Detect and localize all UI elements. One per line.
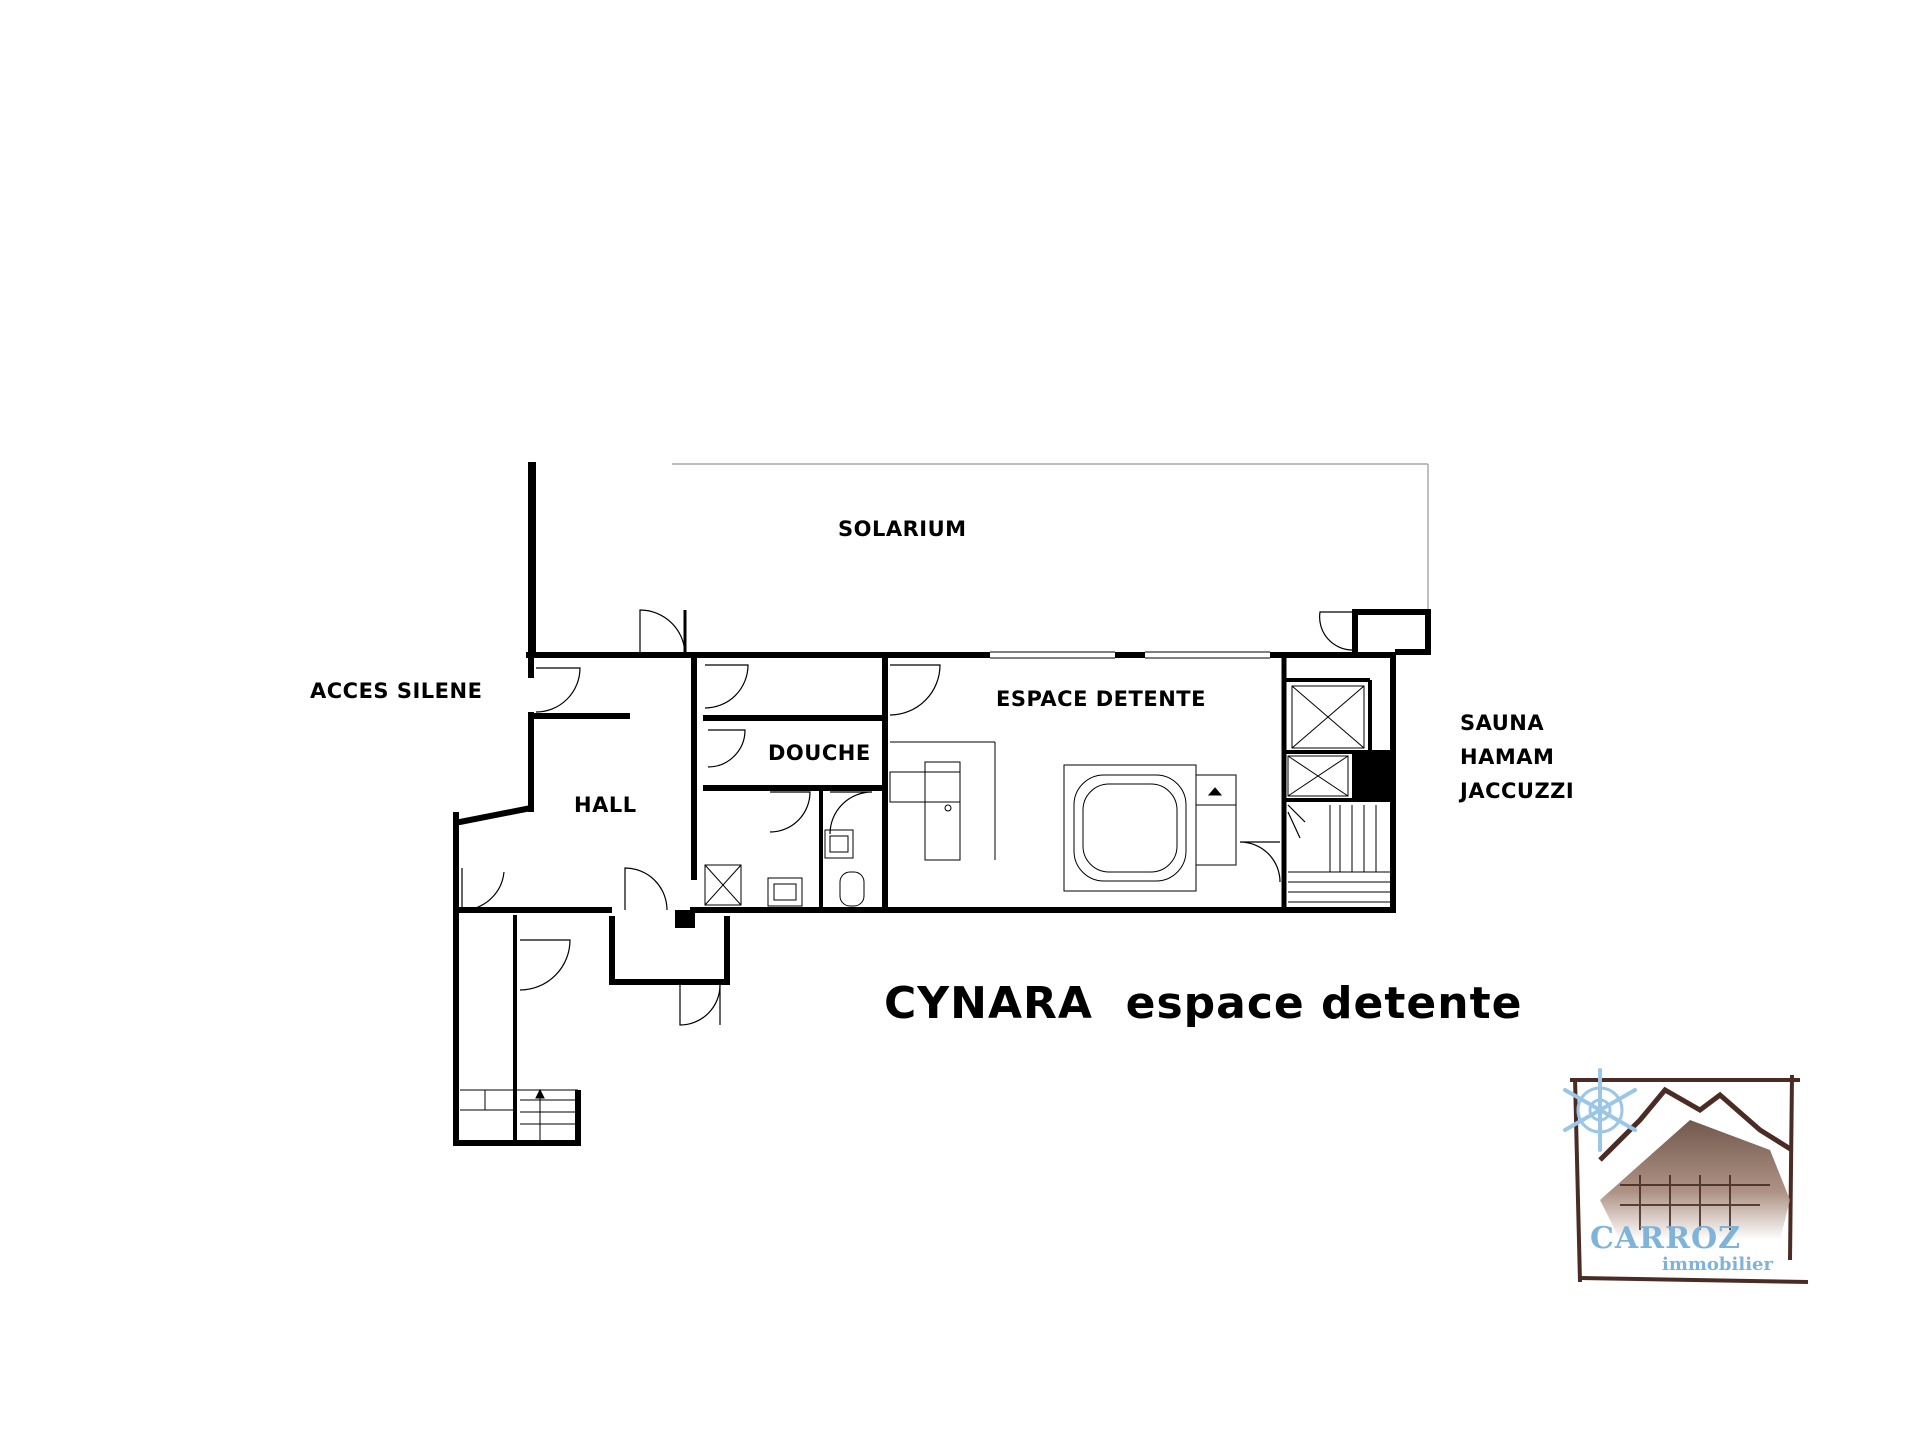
label-sauna: SAUNA	[1460, 711, 1544, 735]
label-espace-detente: ESPACE DETENTE	[996, 687, 1206, 711]
stairs	[460, 1088, 578, 1143]
label-hamam: HAMAM	[1460, 745, 1554, 769]
technical-block	[1352, 752, 1390, 800]
label-douche: DOUCHE	[768, 741, 871, 765]
fixtures	[704, 685, 1390, 907]
label-hall: HALL	[574, 793, 637, 817]
windows	[990, 651, 1270, 659]
solarium-area	[528, 462, 1429, 655]
room-labels: SOLARIUM ACCES SILENE ESPACE DETENTE DOU…	[310, 517, 1574, 817]
walls	[453, 609, 1431, 1146]
label-jaccuzzi: JACCUZZI	[1458, 779, 1574, 803]
logo-name: CARROZ	[1590, 1221, 1741, 1256]
column-block	[675, 910, 695, 928]
plan-title: CYNARA espace detente	[884, 978, 1522, 1029]
carroz-logo: CARROZ immobilier	[1563, 1068, 1809, 1284]
label-acces-silene: ACCES SILENE	[310, 679, 482, 703]
snowflake-icon	[1563, 1068, 1637, 1152]
logo-subtitle: immobilier	[1662, 1254, 1773, 1275]
label-solarium: SOLARIUM	[838, 517, 967, 541]
doors	[461, 609, 1354, 1026]
